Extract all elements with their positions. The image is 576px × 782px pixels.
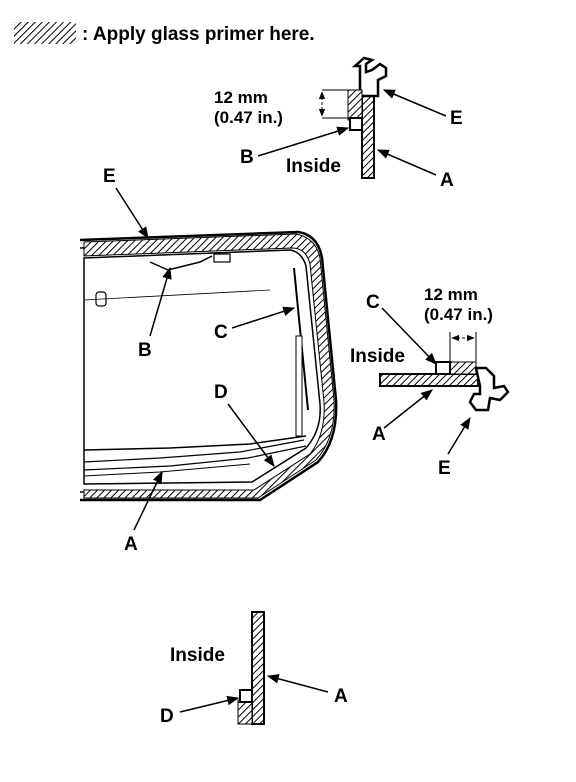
inside-label-bottom: Inside bbox=[170, 645, 225, 666]
legend: : Apply glass primer here. bbox=[14, 22, 315, 45]
label-a-side: A bbox=[372, 424, 386, 445]
glass-a-main bbox=[83, 249, 321, 485]
label-b-main: B bbox=[138, 340, 152, 361]
primer-area-bottom bbox=[237, 699, 253, 725]
label-a-top: A bbox=[440, 170, 454, 191]
label-c-main: C bbox=[214, 322, 228, 343]
measurement-mm-top: 12 mm bbox=[214, 88, 268, 107]
label-c-side: C bbox=[366, 292, 380, 313]
legend-text: : Apply glass primer here. bbox=[82, 24, 315, 45]
bottom-edge-detail: Inside A D bbox=[160, 611, 348, 727]
primer-area-top bbox=[347, 89, 363, 121]
windshield-outline bbox=[79, 230, 338, 502]
dam-d-bottom-detail bbox=[239, 689, 253, 703]
glass-top-detail bbox=[361, 91, 375, 179]
molding-e-outline bbox=[83, 233, 335, 499]
measurement-mm-side: 12 mm bbox=[424, 285, 478, 304]
label-e-side: E bbox=[438, 458, 451, 479]
windshield-main: E B C D A bbox=[79, 166, 338, 555]
dam-c-side-detail bbox=[435, 361, 451, 375]
dam-b-top-detail bbox=[349, 117, 363, 131]
molding-side-detail bbox=[468, 366, 510, 412]
label-a-main: A bbox=[124, 534, 138, 555]
side-edge-detail: 12 mm (0.47 in.) C Inside A E bbox=[350, 285, 510, 479]
label-e-top: E bbox=[450, 108, 463, 129]
label-d-main: D bbox=[214, 382, 228, 403]
glass-side-detail bbox=[379, 373, 479, 387]
label-a-bottom: A bbox=[334, 686, 348, 707]
glass-bottom-detail bbox=[251, 611, 265, 725]
inside-label-top: Inside bbox=[286, 156, 341, 177]
label-b-top: B bbox=[240, 147, 254, 168]
measurement-in-top: (0.47 in.) bbox=[214, 108, 283, 127]
label-d-bottom: D bbox=[160, 706, 174, 727]
primer-hatch-swatch bbox=[14, 22, 76, 44]
inside-label-side: Inside bbox=[350, 346, 405, 367]
label-e-main: E bbox=[103, 166, 116, 187]
primer-area-side bbox=[447, 361, 477, 375]
molding-top-detail bbox=[351, 56, 388, 98]
measurement-in-side: (0.47 in.) bbox=[424, 305, 493, 324]
top-edge-detail: 12 mm (0.47 in.) B Inside E A bbox=[214, 56, 463, 191]
